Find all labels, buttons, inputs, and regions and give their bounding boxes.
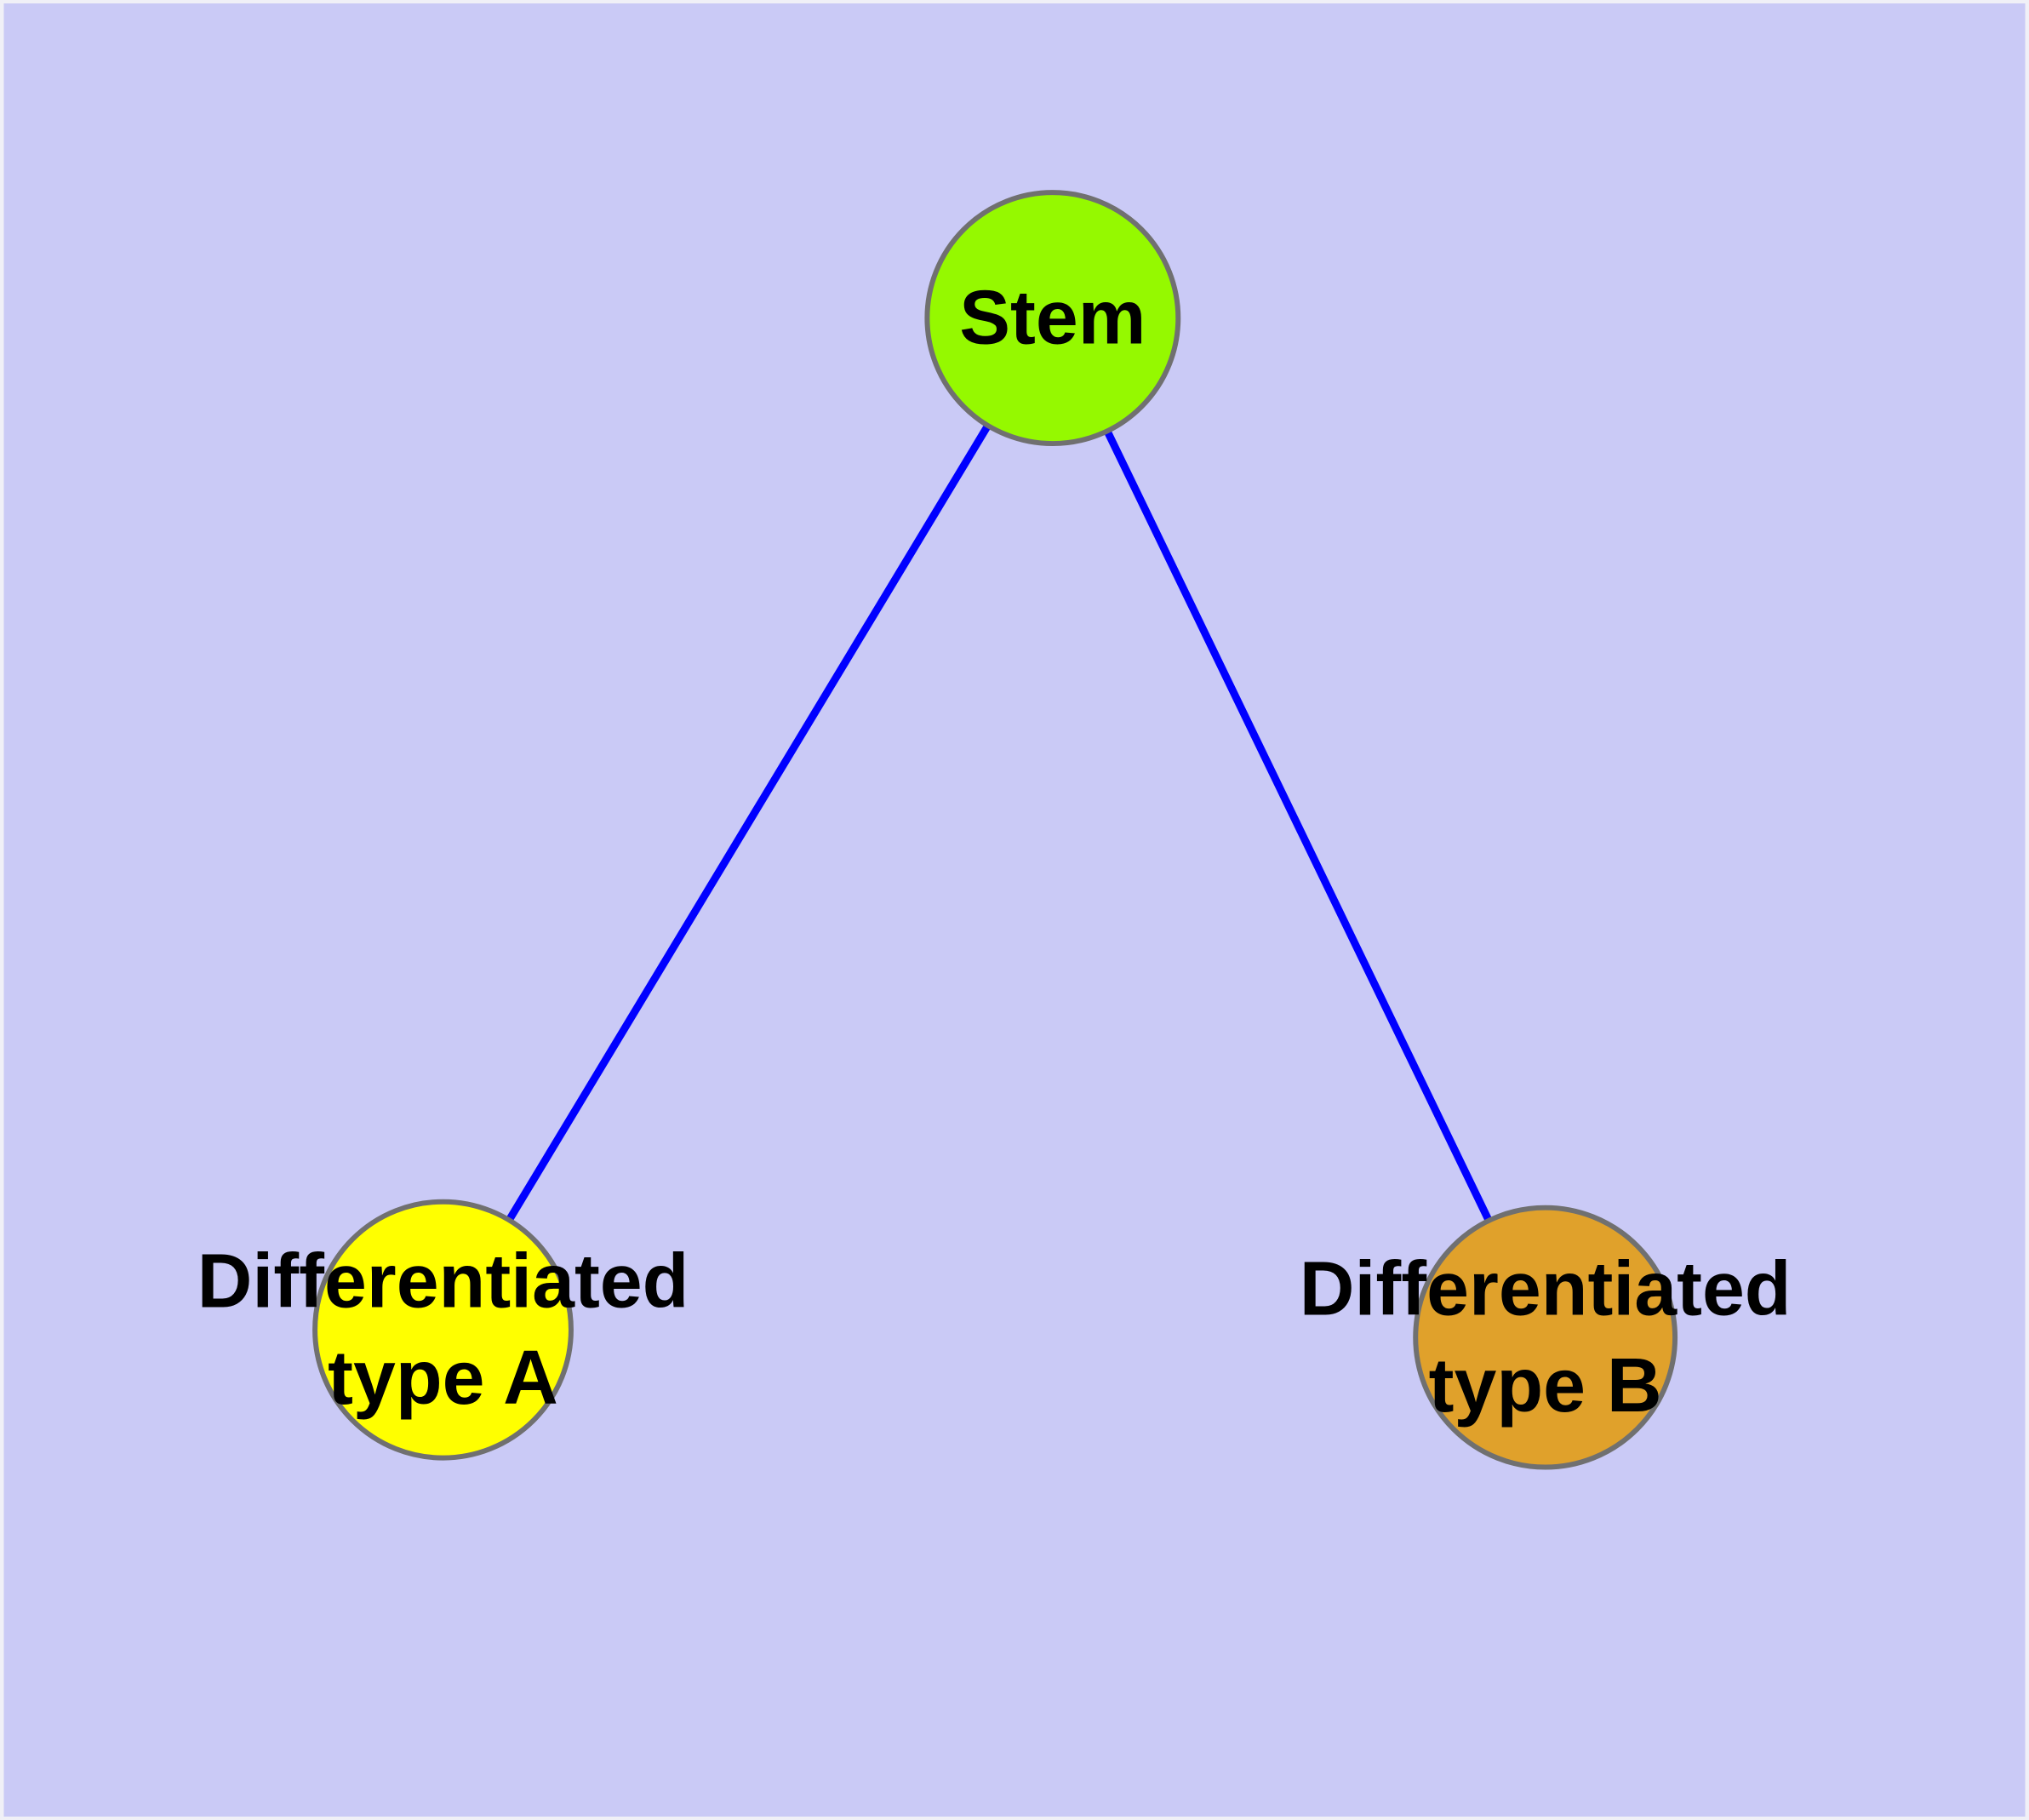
node-label-type-a: Differentiated type A [197,1239,689,1421]
nodes-layer [312,190,1678,1470]
edges-layer [439,316,1549,1340]
node-label-type-b: Differentiated type B [1300,1246,1792,1428]
edge-stem-to-type-b [1049,316,1549,1340]
node-circle-type-a [312,1199,574,1461]
node-circle-type-b [1413,1205,1678,1470]
node-label-line: type B [1429,1343,1662,1428]
node-circle-stem [924,190,1181,447]
node-label-stem: Stem [959,276,1146,361]
node-label-line: Differentiated [197,1239,689,1324]
node-label-line: type A [328,1336,558,1421]
node-label-line: Differentiated [1300,1246,1792,1331]
edge-stem-to-type-a [439,316,1056,1332]
node-label-line: Stem [959,276,1146,361]
